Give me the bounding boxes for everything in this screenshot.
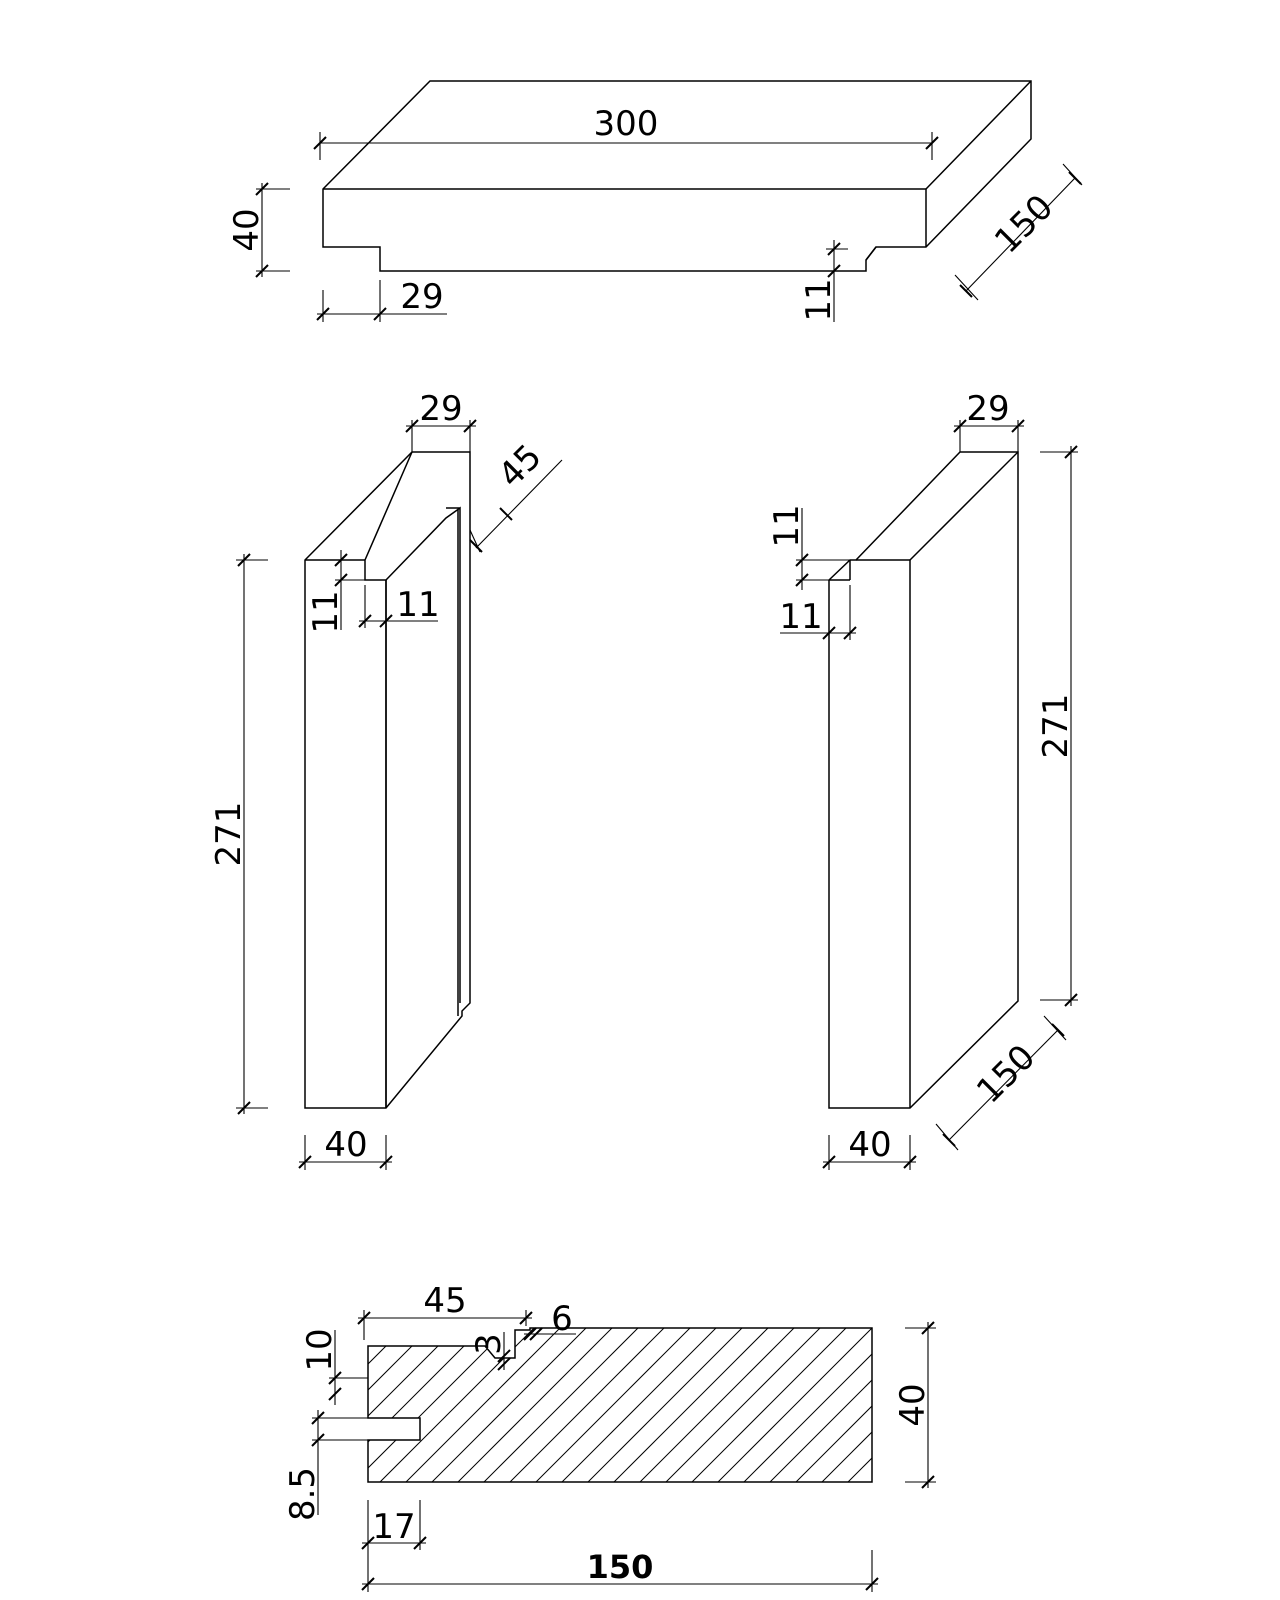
- dim-section-lip-label: 6: [551, 1299, 573, 1339]
- dim-left-post-base: 40: [298, 1125, 393, 1170]
- dim-section-upper-step: 10: [300, 1328, 368, 1405]
- hatch-line: [865, 1328, 872, 1482]
- dim-slab-step-right-label: 11: [799, 278, 839, 321]
- dim-section-width-label: 150: [587, 1548, 654, 1586]
- slab-outline: [322, 80, 1032, 272]
- dim-section-lip-drop: 3: [469, 1332, 511, 1371]
- hatch-line: [553, 1328, 725, 1482]
- dim-left-post-top: 29: [405, 389, 477, 452]
- dim-right-post-notch-v: 11: [767, 504, 850, 590]
- dim-right-post-base-label: 40: [848, 1125, 891, 1165]
- slab-top-right-edge: [925, 80, 1032, 190]
- right-post-top-right: [909, 451, 1019, 561]
- hatch-line: [368, 1328, 413, 1482]
- dim-slab-length-label: 300: [594, 104, 659, 144]
- dim-section-height-label: 40: [893, 1383, 933, 1426]
- dim-slab-length: 300: [313, 104, 939, 160]
- hatch-line: [761, 1328, 872, 1482]
- dim-left-post-notch-v: 11: [306, 550, 365, 634]
- hatch-line: [368, 1328, 491, 1482]
- dim-section-upper-step-label: 10: [300, 1328, 340, 1371]
- hatch-line: [813, 1328, 872, 1482]
- hatch-line: [368, 1328, 465, 1482]
- hatch-line: [787, 1328, 872, 1482]
- hatch-line: [475, 1328, 647, 1482]
- dim-slab-height-label: 40: [227, 208, 267, 251]
- hatch-line: [423, 1328, 595, 1482]
- dim-right-post-depth: 150: [935, 1015, 1067, 1151]
- dim-right-post-notch-v-label: 11: [767, 504, 807, 547]
- dim-left-post-height-label: 271: [209, 802, 249, 867]
- hatch-line: [683, 1328, 855, 1482]
- dim-section-top-offset: 45: [357, 1281, 533, 1340]
- cross-section-view: 45 6 3 10: [283, 1281, 936, 1592]
- dim-slab-depth-label: 150: [987, 187, 1061, 261]
- dim-left-post-groove: 45: [469, 437, 563, 553]
- hatch-line: [605, 1328, 777, 1482]
- dim-section-width: 150: [361, 1548, 879, 1592]
- dim-right-post-top-label: 29: [966, 389, 1009, 429]
- dim-left-post-notch-h-label: 11: [396, 585, 439, 625]
- dim-section-groove-depth-label: 17: [372, 1507, 415, 1547]
- hatch-line: [839, 1328, 872, 1482]
- dim-slab-step-left-label: 29: [400, 277, 443, 317]
- hatch-line: [397, 1328, 569, 1482]
- dim-section-lip-drop-label: 3: [469, 1333, 509, 1355]
- hatch-line: [709, 1328, 872, 1482]
- hatch-line: [449, 1328, 621, 1482]
- dim-right-post-height-label: 271: [1036, 694, 1076, 759]
- dim-section-top-offset-label: 45: [423, 1281, 466, 1321]
- hatch-line: [631, 1328, 803, 1482]
- dim-slab-step-left: 29: [316, 277, 447, 322]
- left-post-outline: [304, 451, 471, 1109]
- section-outline: [367, 1327, 873, 1483]
- right-post-view: 29 11 11 271: [767, 389, 1078, 1170]
- hatch-line: [579, 1328, 751, 1482]
- hatch-line: [368, 1328, 439, 1482]
- dim-left-post-base-label: 40: [324, 1125, 367, 1165]
- dim-section-lip: 6: [523, 1299, 576, 1341]
- dim-slab-depth: 150: [954, 163, 1083, 301]
- dim-section-height: 40: [893, 1321, 936, 1489]
- dim-left-post-groove-label: 45: [491, 437, 550, 496]
- dim-section-groove-label: 8.5: [283, 1467, 323, 1521]
- dim-slab-step-right: 11: [799, 240, 848, 322]
- hatch-line: [735, 1328, 872, 1482]
- dim-section-groove: 8.5: [283, 1410, 368, 1521]
- left-post-view: 29 45 271 11: [209, 389, 563, 1170]
- dim-slab-height: 40: [227, 182, 290, 278]
- dim-right-post-base: 40: [822, 1125, 917, 1170]
- dim-right-post-top: 29: [953, 389, 1025, 452]
- hatch-line: [501, 1328, 673, 1482]
- dim-right-post-notch-h-label: 11: [779, 597, 822, 637]
- hatch-line: [657, 1328, 829, 1482]
- right-post-outline: [828, 451, 1019, 1109]
- dim-section-groove-depth: 17: [361, 1500, 427, 1550]
- dim-left-post-notch-h: 11: [358, 585, 440, 628]
- dim-left-post-top-label: 29: [419, 389, 462, 429]
- dim-left-post-height: 271: [209, 553, 268, 1115]
- hatch-line: [527, 1328, 699, 1482]
- top-slab-view: 300 40 150 29: [227, 80, 1083, 322]
- dim-left-post-notch-v-label: 11: [306, 590, 346, 633]
- left-post-groove: [364, 451, 461, 1108]
- dim-right-post-notch-h: 11: [779, 585, 857, 640]
- dim-right-post-height: 271: [1036, 445, 1078, 1007]
- dim-right-post-depth-label: 150: [969, 1037, 1043, 1111]
- slab-step-edge: [865, 246, 877, 261]
